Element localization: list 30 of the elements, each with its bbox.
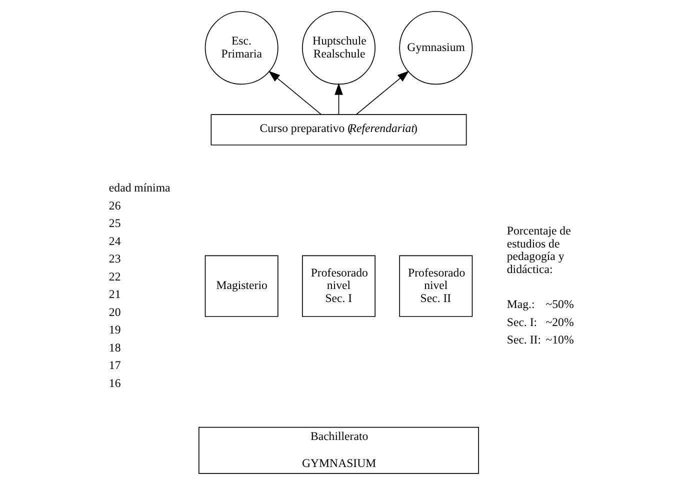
- label: 19: [108, 322, 120, 337]
- label: Porcentaje de estudios de pedagogía y didáctica:: [506, 224, 570, 276]
- arrow: [268, 70, 322, 115]
- arrow: [355, 70, 409, 115]
- label: ~50%: [545, 297, 574, 312]
- label: ~10%: [545, 332, 574, 347]
- node-circle: Gymnasium: [398, 11, 472, 85]
- label: Mag.:: [506, 297, 534, 312]
- node-box: Magisterio: [204, 255, 278, 317]
- label: Sec. II:: [506, 332, 541, 347]
- label: 23: [108, 252, 120, 266]
- node-box: Curso preparativo (Referendariat): [210, 114, 466, 146]
- label: 18: [108, 340, 120, 354]
- label: 17: [108, 358, 120, 372]
- node-box: Bachillerato GYMNASIUM: [198, 426, 478, 474]
- label: 16: [108, 376, 120, 390]
- label: Sec. I:: [506, 314, 537, 329]
- label: 26: [108, 198, 120, 212]
- label: 22: [108, 269, 120, 284]
- label: 24: [108, 234, 120, 248]
- arrow: [334, 83, 342, 115]
- label: 25: [108, 216, 120, 230]
- node-box: Profesorado nivel Sec. II: [398, 255, 472, 317]
- node-box: Profesorado nivel Sec. I: [302, 255, 375, 317]
- label: edad mínima: [108, 180, 170, 195]
- label: ~20%: [545, 314, 574, 329]
- label: 21: [108, 287, 120, 302]
- node-circle: Huptschule Realschule: [302, 11, 375, 85]
- label: 20: [108, 304, 120, 319]
- node-circle: Esc. Primaria: [204, 11, 278, 85]
